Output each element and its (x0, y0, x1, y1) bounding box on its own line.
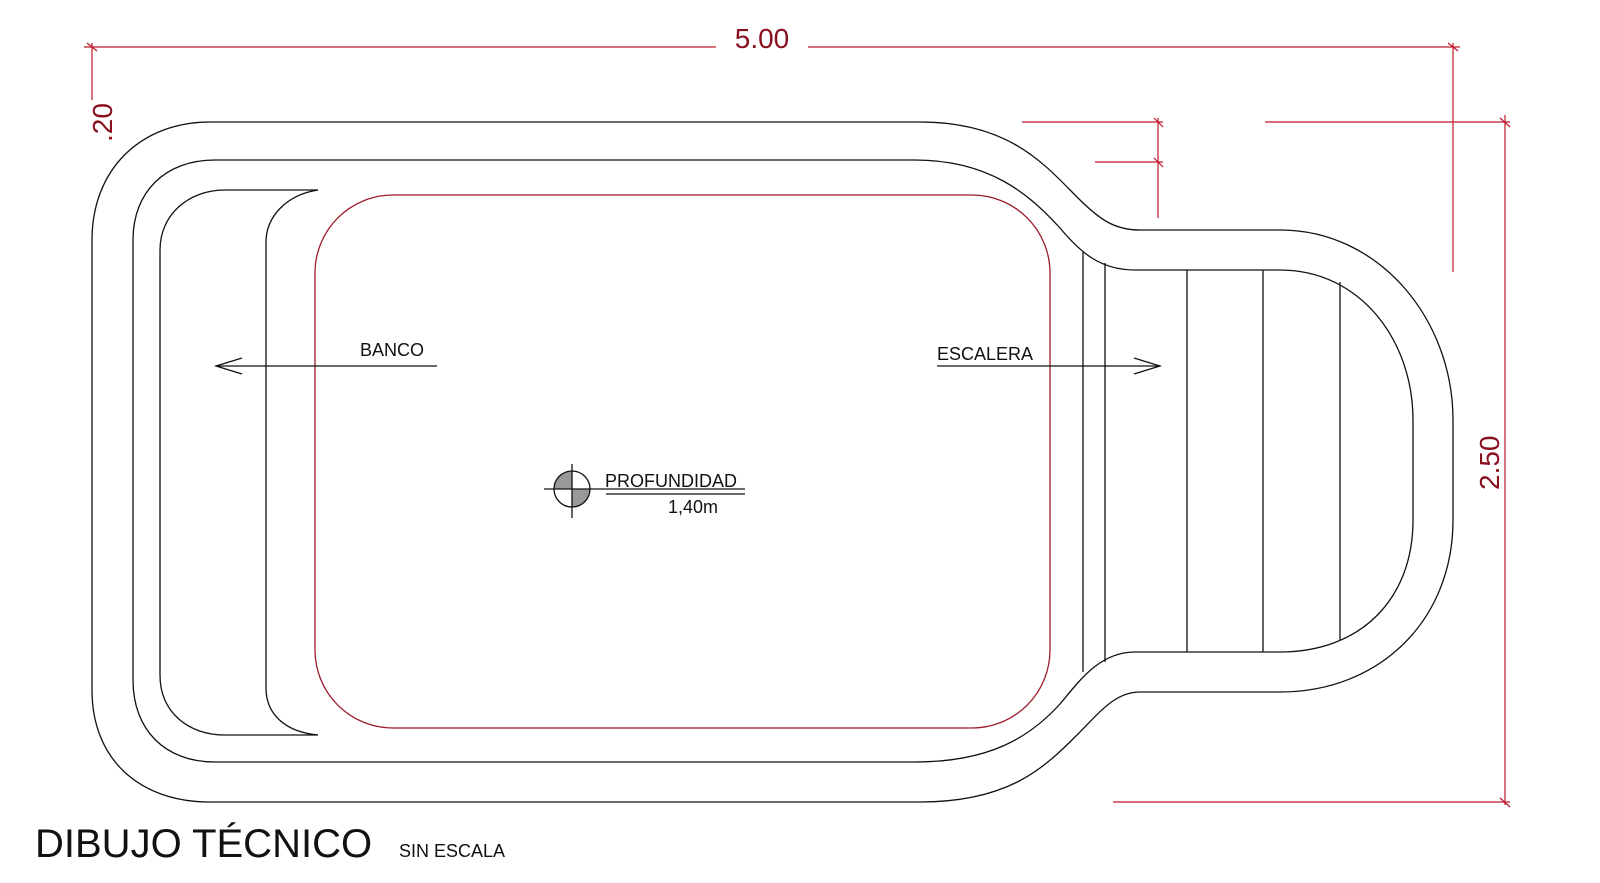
bench-outline (159, 189, 318, 736)
wall-dimension: .20 (87, 103, 118, 142)
bench-edge (265, 189, 319, 736)
pool-outer-contour (91, 121, 1454, 803)
width-dimension: 2.50 (1474, 436, 1505, 491)
arrow-left-icon (213, 357, 243, 375)
scale-note: SIN ESCALA (399, 841, 505, 861)
pool-inner-contour (132, 159, 1414, 763)
dimension-lines (84, 42, 1511, 808)
stairs-label: ESCALERA (937, 344, 1033, 364)
bench-label: BANCO (360, 340, 424, 360)
depth-marker-icon (544, 464, 745, 518)
stairs-steps (1082, 252, 1341, 672)
length-dimension: 5.00 (735, 23, 790, 54)
depth-label: PROFUNDIDAD (605, 471, 737, 491)
deep-basin-outline (314, 194, 1051, 729)
depth-value: 1,40m (668, 497, 718, 517)
arrow-right-icon (1133, 357, 1163, 375)
drawing-title: DIBUJO TÉCNICO (35, 821, 372, 866)
